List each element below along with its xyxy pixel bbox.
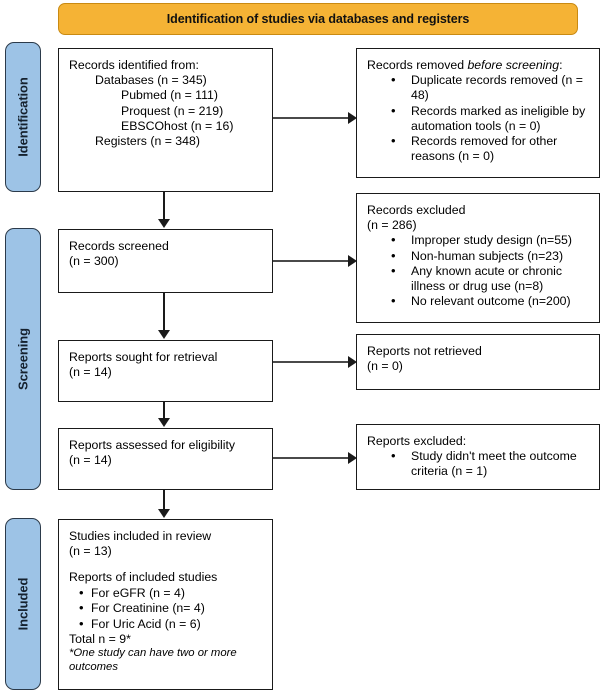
box-studies-included: Studies included in review (n = 13) Repo… xyxy=(58,519,273,690)
studies-included-list: For eGFR (n = 4) For Creatinine (n= 4) F… xyxy=(69,585,264,633)
reports-sought-title: Reports sought for retrieval xyxy=(69,350,218,364)
records-removed-title-plain: Records removed xyxy=(367,58,468,72)
stage-tab-identification: Identification xyxy=(5,42,41,192)
banner-title: Identification of studies via databases … xyxy=(166,12,470,26)
reports-not-retrieved-count: (n = 0) xyxy=(367,359,403,374)
list-item: No relevant outcome (n=200) xyxy=(391,293,591,309)
reports-not-retrieved-title: Reports not retrieved xyxy=(367,344,482,358)
list-item: Any known acute or chronic illness or dr… xyxy=(391,263,591,294)
stage-label-included: Included xyxy=(15,577,31,631)
connector-sought-to-assessed xyxy=(163,402,165,420)
connector-sought-to-not-retrieved xyxy=(273,361,349,363)
list-item: Non-human subjects (n=23) xyxy=(391,248,591,264)
connector-assessed-to-included xyxy=(163,490,165,510)
reports-assessed-count: (n = 14) xyxy=(69,453,112,468)
list-item: For Creatinine (n= 4) xyxy=(79,600,264,617)
stage-label-screening: Screening xyxy=(15,328,31,390)
list-item: Duplicate records removed (n = 48) xyxy=(391,72,591,103)
records-identified-line-databases: Databases (n = 345) xyxy=(95,73,207,88)
arrow-down-icon xyxy=(158,418,170,427)
arrow-down-icon xyxy=(158,509,170,518)
box-reports-excluded: Reports excluded: Study didn't meet the … xyxy=(356,424,600,490)
records-identified-line-registers: Registers (n = 348) xyxy=(95,134,200,149)
connector-identified-to-removed xyxy=(273,117,349,119)
diagram-banner: Identification of studies via databases … xyxy=(58,3,578,35)
studies-included-subtitle: Reports of included studies xyxy=(69,570,218,585)
list-item: Improper study design (n=55) xyxy=(391,232,591,248)
arrow-right-icon xyxy=(348,112,357,124)
box-records-excluded: Records excluded (n = 286) Improper stud… xyxy=(356,193,600,323)
studies-included-total: Total n = 9* xyxy=(69,632,131,647)
reports-excluded-list: Study didn't meet the outcome criteria (… xyxy=(367,448,591,479)
box-reports-not-retrieved: Reports not retrieved (n = 0) xyxy=(356,334,600,390)
box-records-screened: Records screened (n = 300) xyxy=(58,229,273,293)
connector-assessed-to-reports-excluded xyxy=(273,457,349,459)
box-records-removed-before-screening: Records removed before screening: Duplic… xyxy=(356,48,600,178)
records-excluded-count: (n = 286) xyxy=(367,218,417,233)
arrow-down-icon xyxy=(158,330,170,339)
list-item: For eGFR (n = 4) xyxy=(79,585,264,602)
records-excluded-list: Improper study design (n=55) Non-human s… xyxy=(367,232,591,309)
reports-assessed-title: Reports assessed for eligibility xyxy=(69,438,236,452)
records-identified-title: Records identified from: xyxy=(69,58,199,72)
list-item: Study didn't meet the outcome criteria (… xyxy=(391,448,591,479)
arrow-right-icon xyxy=(348,255,357,267)
records-screened-count: (n = 300) xyxy=(69,254,119,269)
records-identified-line-ebscohost: EBSCOhost (n = 16) xyxy=(121,118,234,133)
studies-included-title: Studies included in review xyxy=(69,529,212,543)
records-excluded-title: Records excluded xyxy=(367,203,466,217)
list-item: Records marked as ineligible by automati… xyxy=(391,103,591,134)
stage-tab-screening: Screening xyxy=(5,228,41,490)
records-identified-line-proquest: Proquest (n = 219) xyxy=(121,103,224,118)
list-item: For Uric Acid (n = 6) xyxy=(79,616,264,633)
stage-label-identification: Identification xyxy=(15,77,31,157)
records-removed-title: Records removed before screening: xyxy=(367,58,591,73)
arrow-down-icon xyxy=(158,219,170,228)
connector-identified-to-screened xyxy=(163,192,165,220)
connector-screened-to-excluded xyxy=(273,260,349,262)
reports-sought-count: (n = 14) xyxy=(69,365,112,380)
box-reports-assessed-for-eligibility: Reports assessed for eligibility (n = 14… xyxy=(58,428,273,490)
studies-included-count: (n = 13) xyxy=(69,544,112,559)
records-screened-title: Records screened xyxy=(69,239,169,253)
arrow-right-icon xyxy=(348,356,357,368)
studies-included-footnote: *One study can have two or more outcomes xyxy=(69,647,237,673)
spacer xyxy=(69,559,264,570)
records-removed-list: Duplicate records removed (n = 48) Recor… xyxy=(367,72,591,164)
box-reports-sought-for-retrieval: Reports sought for retrieval (n = 14) xyxy=(58,340,273,402)
reports-excluded-title: Reports excluded: xyxy=(367,434,467,448)
connector-screened-to-sought xyxy=(163,293,165,331)
records-removed-title-suffix: : xyxy=(559,58,563,72)
box-records-identified: Records identified from: Databases (n = … xyxy=(58,48,273,192)
records-identified-line-pubmed: Pubmed (n = 111) xyxy=(121,88,218,103)
stage-tab-included: Included xyxy=(5,518,41,690)
arrow-right-icon xyxy=(348,452,357,464)
records-removed-title-italic: before screening xyxy=(467,58,560,72)
list-item: Records removed for other reasons (n = 0… xyxy=(391,133,591,164)
